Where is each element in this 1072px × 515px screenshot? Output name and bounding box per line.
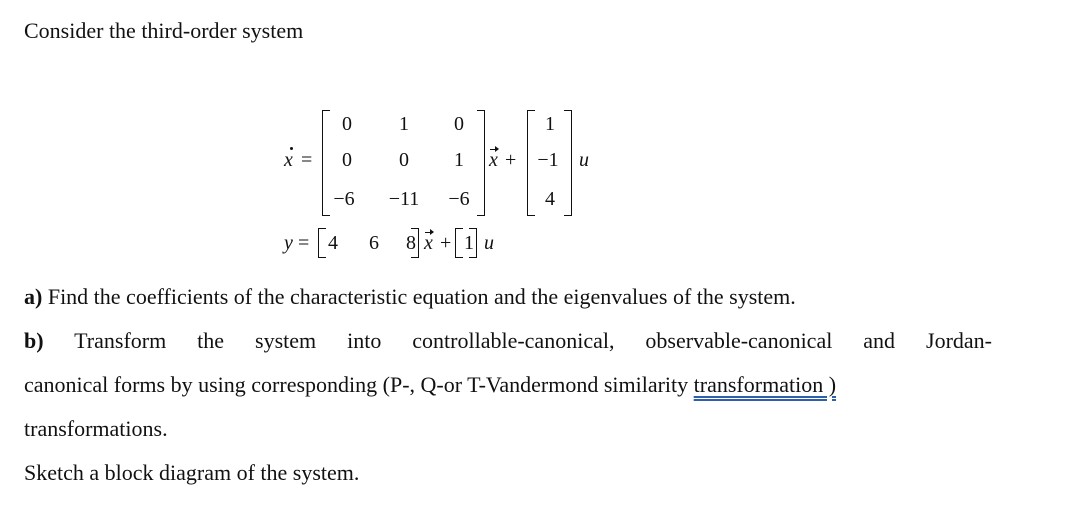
matrix-a-cell: 0 xyxy=(342,113,352,135)
part-b-line-3: transformations. xyxy=(24,416,168,441)
plus-sign: + xyxy=(440,232,452,254)
sketch-instruction: Sketch a block diagram of the system. xyxy=(24,460,360,485)
matrix-a-cell: 0 xyxy=(342,149,352,171)
part-b-line-2: canonical forms by using corresponding (… xyxy=(24,372,836,398)
matrix-d-cell: 1 xyxy=(464,232,474,254)
x-dot-symbol: x xyxy=(284,147,293,171)
input-symbol: u xyxy=(579,149,589,171)
matrix-a-left-bracket xyxy=(322,110,330,216)
matrix-c-right-bracket xyxy=(411,228,419,258)
part-b-label: b) xyxy=(24,328,44,353)
matrix-a-cell: 1 xyxy=(454,149,464,171)
matrix-c-cell: 8 xyxy=(406,232,416,254)
matrix-a-right-bracket xyxy=(477,110,485,216)
matrix-d-right-bracket xyxy=(469,228,477,258)
part-a-label: a) xyxy=(24,284,43,309)
matrix-a-cell: 0 xyxy=(454,113,464,135)
input-symbol: u xyxy=(484,232,494,254)
equals-sign: = xyxy=(301,149,313,171)
matrix-b-left-bracket xyxy=(527,110,535,216)
equals-sign: = xyxy=(298,232,310,254)
matrix-b-cell: −1 xyxy=(537,149,559,171)
matrix-a-cell: −6 xyxy=(333,188,355,210)
part-b-line-2-text: canonical forms by using corresponding (… xyxy=(24,372,694,397)
part-a-text: Find the coefficients of the characteris… xyxy=(42,284,796,309)
matrix-a-cell: 1 xyxy=(399,113,409,135)
part-b-text: Transform the system into controllable-c… xyxy=(43,328,992,353)
grammar-flagged-text[interactable]: transformation ) xyxy=(693,372,837,397)
matrix-a-cell: −6 xyxy=(448,188,470,210)
state-vector-symbol: x xyxy=(424,229,434,254)
matrix-b-cell: 1 xyxy=(545,113,555,135)
matrix-b-cell: 4 xyxy=(545,188,555,210)
part-a: a) Find the coefficients of the characte… xyxy=(24,284,796,310)
intro-text: Consider the third-order system xyxy=(24,18,304,43)
matrix-a-cell: −11 xyxy=(388,188,420,210)
state-vector-symbol: x xyxy=(489,146,499,171)
part-b-line-1: b) Transform the system into controllabl… xyxy=(24,328,992,354)
plus-sign: + xyxy=(505,149,517,171)
output-symbol: y xyxy=(284,232,293,254)
matrix-c-cell: 6 xyxy=(369,232,379,254)
matrix-a-cell: 0 xyxy=(399,149,409,171)
matrix-c-left-bracket xyxy=(318,228,326,258)
matrix-b-right-bracket xyxy=(564,110,572,216)
matrix-d-left-bracket xyxy=(455,228,463,258)
matrix-c-cell: 4 xyxy=(328,232,338,254)
